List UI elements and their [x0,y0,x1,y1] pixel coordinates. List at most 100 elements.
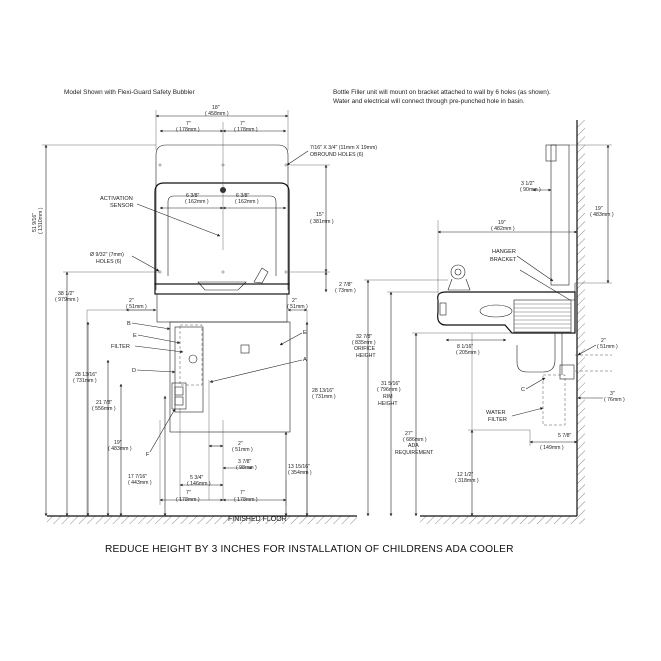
dim-15-mm: ( 381mm ) [310,219,334,225]
dim-7c: 7" [186,490,191,496]
dim-18-mm: ( 458mm ) [205,111,229,117]
dim-2b-mm: ( 51mm ) [287,304,308,310]
obround-label: 7/16" X 3/4" (11mm X 19mm) [310,145,377,151]
dim-7b: 7" [240,121,245,127]
filter-label: FILTER [111,344,130,350]
water-filter [542,374,566,426]
dim-38-mm: ( 979mm ) [55,297,79,303]
dim-18: 18" [212,105,220,111]
dim-638b-mm: ( 162mm ) [235,199,259,205]
dim-3r: 3" [610,391,615,397]
dim-7b-mm: ( 178mm ) [234,127,258,133]
note-right-2: Water and electrical will connect throug… [333,98,525,105]
dim-rim: 31 5/16" [381,381,400,387]
dim-7d-mm: ( 178mm ) [234,497,258,503]
dim-19v: 19" [595,206,603,212]
dim-534: 5 3/4" [190,475,204,481]
dim-2813a: 28 13/16" [75,372,97,378]
water-label: WATER [486,410,506,416]
dim-2r-mm: ( 51mm ) [597,344,618,350]
callout-e-left: E [133,333,137,339]
dim-2c-mm: ( 51mm ) [232,447,253,453]
dim-orifice-mm: ( 835mm ) [352,340,376,346]
dim-orifice: 32 7/8" [356,334,372,340]
dim-7c-mm: ( 178mm ) [176,497,200,503]
dim-3r-mm: ( 76mm ) [604,397,625,403]
orifice-label-2: HEIGHT [356,353,376,359]
dim-7a: 7" [186,121,191,127]
dim-17-mm: ( 443mm ) [128,480,152,486]
wall-hatch [577,120,585,516]
dim-rim-mm: ( 796mm ) [377,387,401,393]
dim-534-mm: ( 146mm ) [187,481,211,487]
floor-hatch [47,516,357,524]
callout-f: F [146,452,150,458]
dim-19: 19" [114,440,122,446]
bottle-filler-frame [154,182,290,285]
dim-2813a-mm: ( 731mm ) [73,378,97,384]
grille [513,299,572,333]
dim-378-mm: ( 98mm ) [236,465,257,471]
rim-label: RIM [383,394,393,400]
dim-2813b-mm: ( 731mm ) [312,394,336,400]
dim-1212: 12 1/2" [457,472,473,478]
callout-d: D [132,368,136,374]
side-floor-hatch [420,516,585,524]
callout-b: B [127,321,131,327]
dim-51: 51 9/16" [32,213,38,232]
callout-a: A [303,357,307,363]
bracket-label: BRACKET [490,257,517,263]
dim-2813b: 28 13/16" [312,388,334,394]
sensor-label: SENSOR [110,203,134,209]
dim-ada-mm: ( 686mm ) [403,437,427,443]
side-basin [437,291,576,334]
ada-label-2: REQUIREMENT [395,450,434,456]
finished-floor-label: FINISHED FLOOR [228,516,287,523]
dim-2a: 2" [129,298,134,304]
outlet-box [171,382,187,410]
dim-2b: 2" [292,298,297,304]
filler-column [550,144,570,286]
orifice-label: ORIFICE [354,346,376,352]
obround-label-2: OBROUND HOLES (6) [310,152,364,158]
dim-312-mm: ( 90mm ) [520,187,541,193]
dim-378: 3 7/8" [238,459,252,465]
ada-label: ADA [408,443,419,449]
dim-1315-mm: ( 354mm ) [288,470,312,476]
note-left: Model Shown with Flexi-Guard Safety Bubb… [64,89,196,96]
basin [154,283,290,295]
dim-818: 8 1/16" [457,344,473,350]
back-plate [155,144,289,290]
filter [179,324,203,386]
dim-1315: 13 15/16" [288,464,310,470]
dim-278-mm: ( 73mm ) [335,288,356,294]
dim-51-mm: ( 1310mm ) [38,207,44,234]
callout-e-right: E [303,330,307,336]
dim-638a-mm: ( 162mm ) [185,199,209,205]
dim-17: 17 7/16" [128,474,147,480]
dim-578-mm: ( 149mm ) [540,445,564,451]
callout-c: C [521,387,525,393]
dim-1212-mm: ( 318mm ) [455,478,479,484]
dim-7a-mm: ( 178mm ) [176,127,200,133]
dim-15: 15" [316,212,324,218]
footer-note: REDUCE HEIGHT BY 3 INCHES FOR INSTALLATI… [105,544,514,555]
dim-19h: 19" [498,220,506,226]
dim-578: 5 7/8" [558,433,572,439]
dim-38: 38 1/2" [58,291,74,297]
dim-638a: 6 3/8" [186,193,200,199]
front-view: FINISHED FLOOR [32,105,377,524]
dim-2178: 21 7/8" [96,400,112,406]
dim-2a-mm: ( 51mm ) [126,304,147,310]
side-view: 3 1/2" ( 90mm ) 19" ( 482mm ) 19" ( 483m… [352,120,625,524]
dim-312: 3 1/2" [521,181,535,187]
hanger-label: HANGER [492,249,516,255]
dim-278: 2 7/8" [339,282,353,288]
dim-2c: 2" [238,441,243,447]
note-right-1: Bottle Filler unit will mount on bracket… [333,89,551,96]
dim-638b: 6 3/8" [236,193,250,199]
dim-818-mm: ( 205mm ) [456,350,480,356]
bubbler [253,267,269,284]
dim-2r: 2" [601,338,606,344]
